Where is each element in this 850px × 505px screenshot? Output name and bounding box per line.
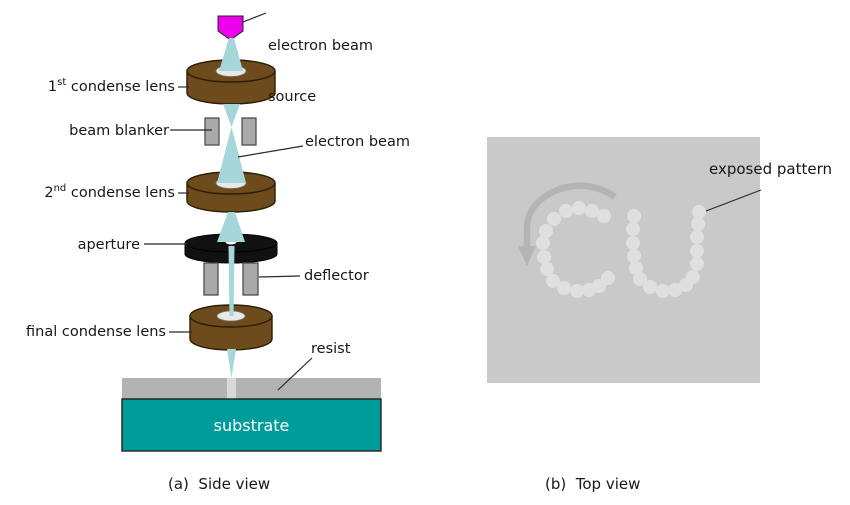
exposed-pattern-pointer-line (705, 189, 762, 212)
electron-beam-source-label: electron beam source (268, 4, 373, 140)
pattern-dot (656, 284, 670, 298)
pattern-dot (540, 262, 554, 276)
beam-cone-converge-1 (223, 104, 240, 127)
electron-beam-label: electron beam (305, 134, 410, 150)
lens2-label: 2nd condense lens (44, 183, 175, 202)
caption-top-view: (b) Top view (545, 475, 641, 493)
deflector-right-plate (242, 262, 259, 296)
pattern-dot (692, 205, 706, 219)
pattern-dot (572, 201, 586, 215)
beam-cone-diverge-1 (217, 127, 246, 183)
substrate-label: substrate (213, 416, 290, 435)
pattern-dot (668, 283, 682, 297)
beam-column-through-deflector (228, 246, 235, 316)
resist-label: resist (311, 341, 351, 357)
pattern-dot (690, 230, 704, 244)
lens1-label-num: 1 (47, 79, 58, 95)
pattern-dot (570, 284, 584, 298)
pattern-dot (537, 250, 551, 264)
lens2-label-num: 2 (44, 185, 54, 201)
lens2-label-ordinal: nd (53, 183, 67, 195)
deflector-pointer-line (258, 275, 301, 278)
resist-layer (122, 378, 381, 399)
beam-blanker-label: beam blanker (69, 123, 169, 139)
lens2-label-text: condense lens (66, 185, 175, 201)
pattern-dot (626, 236, 640, 250)
exposed-pattern-label: exposed pattern (709, 160, 832, 178)
pattern-dot (629, 261, 643, 275)
scan-direction-arrow (523, 182, 617, 248)
lens1-label-ordinal: st (57, 77, 67, 89)
beam-cone-source (219, 38, 243, 71)
scan-direction-arrowhead (518, 246, 536, 266)
beam-blanker-left-plate (204, 117, 220, 146)
beam-blanker-right-plate (241, 117, 257, 146)
beam-cone-focus (227, 349, 236, 378)
pattern-dot (585, 204, 599, 218)
beam-cone-to-aperture (217, 212, 245, 242)
pattern-dot (546, 274, 560, 288)
resist-pointer-line (277, 357, 313, 391)
source-pointer-line (242, 12, 267, 23)
pattern-dot (643, 280, 657, 294)
pattern-dot (627, 249, 641, 263)
pattern-dot (626, 222, 640, 236)
pattern-dot (559, 204, 573, 218)
caption-side-view: (a) Side view (168, 475, 271, 493)
electron-beam-pointer-line (237, 145, 304, 158)
pattern-dot (557, 281, 571, 295)
electron-beam-source-label-line1: electron beam (268, 38, 373, 54)
pattern-dot (597, 209, 611, 223)
deflector-label: deflector (304, 268, 369, 284)
pattern-dot (627, 209, 641, 223)
lens1-label-text: condense lens (66, 79, 175, 95)
lens1-label: 1st condense lens (47, 77, 175, 96)
final-lens-label: final condense lens (26, 324, 166, 340)
electron-source-shape (217, 15, 244, 41)
aperture-label: aperture (77, 237, 140, 253)
exposed-pattern-dots (536, 201, 706, 298)
pattern-dot (536, 236, 550, 250)
exposed-stripe (227, 378, 236, 399)
pattern-dot (601, 271, 615, 285)
pattern-dot (592, 279, 606, 293)
pattern-dot (686, 270, 700, 284)
pattern-dot (690, 257, 704, 271)
deflector-left-plate (203, 262, 219, 296)
electron-beam-source-label-line2: source (268, 89, 317, 105)
substrate-block (121, 398, 382, 452)
top-view-surface (487, 137, 760, 383)
pattern-dot (539, 224, 553, 238)
pattern-dot (547, 212, 561, 226)
pattern-dot (691, 217, 705, 231)
pattern-dot (690, 244, 704, 258)
pattern-dot (633, 272, 647, 286)
